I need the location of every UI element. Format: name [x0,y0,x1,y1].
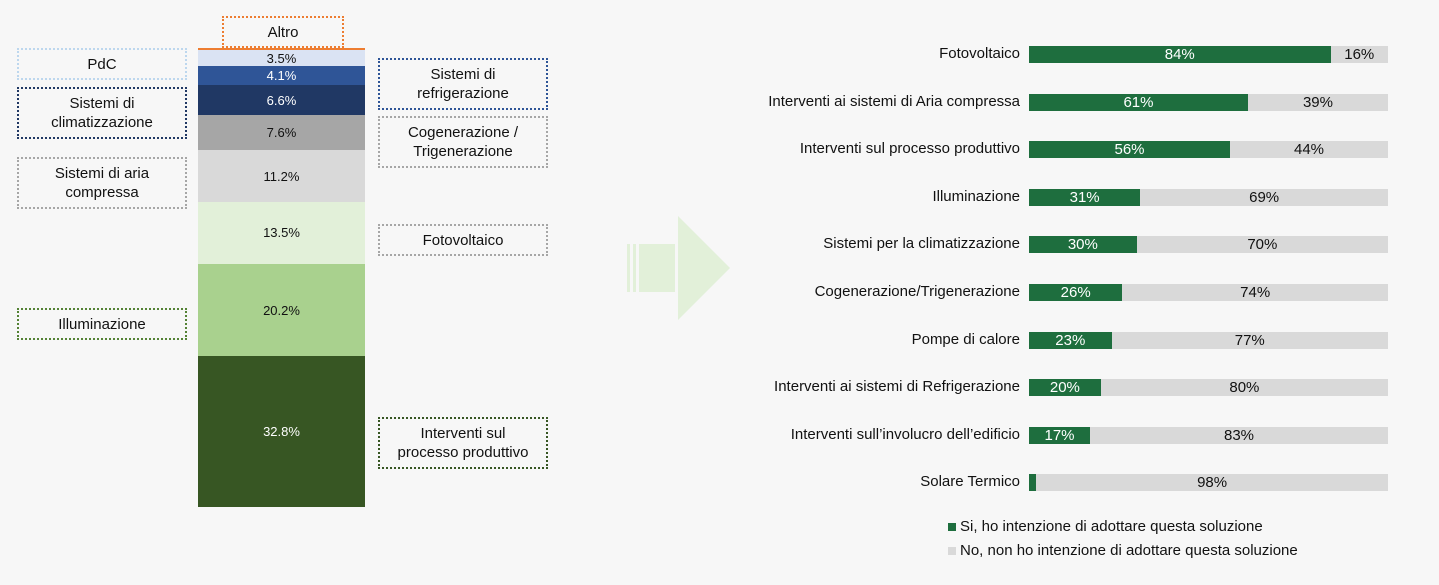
legend-label-yes: Si, ho intenzione di adottare questa sol… [960,518,1263,535]
bar-no: 80% [1100,379,1388,397]
legend-label-no: No, non ho intenzione di adottare questa… [960,542,1298,559]
legend-swatch-yes [948,522,956,531]
category-label: Interventi sull’involucro dell’edificio [790,425,1020,443]
bar-yes: 61% [1029,93,1248,111]
legend-item-yes: Si, ho intenzione di adottare questa sol… [948,518,1263,535]
legend-swatch-no [948,546,956,555]
stack-segment: 20.2% [198,263,365,357]
bar-no: 39% [1247,93,1388,111]
bar-yes: 17% [1029,426,1091,444]
bar-no: 44% [1230,141,1388,159]
category-label-box: PdC [17,48,187,80]
bar-yes [1029,474,1037,492]
category-label-box: Sistemi di climatizzazione [17,87,187,139]
bar-no: 16% [1330,46,1388,63]
category-label: Illuminazione [932,187,1020,205]
bar-yes: 23% [1029,331,1112,349]
stack-segment: 4.1% [198,66,365,86]
category-label: Interventi sul processo produttivo [799,140,1020,158]
stack-segment [198,48,365,51]
stack-segment: 6.6% [198,85,365,116]
bar-no: 69% [1140,188,1388,206]
category-label-box: Fotovoltaico [378,224,548,256]
bar-yes: 31% [1029,188,1141,206]
category-label: Pompe di calore [911,330,1020,348]
category-label-box: Sistemi di refrigerazione [378,58,548,110]
bar-no: 74% [1122,284,1388,301]
category-label: Cogenerazione/Trigenerazione [814,283,1020,300]
category-label-box: Sistemi di aria compressa [17,157,187,209]
category-label-box: Cogenerazione / Trigenerazione [378,116,548,168]
bar-yes: 56% [1029,141,1231,159]
bar-no: 70% [1136,236,1388,254]
legend-item-no: No, non ho intenzione di adottare questa… [948,542,1298,559]
bar-no: 83% [1090,426,1388,444]
bar-yes: 20% [1029,379,1101,397]
category-label-box: Interventi sul processo produttivo [378,417,548,469]
bar-no: 77% [1111,331,1388,349]
category-label: Sistemi per la climatizzazione [823,235,1020,253]
stack-segment: 11.2% [198,150,365,202]
bar-yes: 30% [1029,236,1137,254]
category-label: Interventi ai sistemi di Refrigerazione [774,378,1020,396]
stack-segment: 7.6% [198,115,365,151]
right-arrow-icon [627,216,730,320]
category-label-box: Altro [222,16,344,48]
category-label: Solare Termico [920,473,1020,491]
stack-segment: 32.8% [198,356,365,507]
category-label-box: Illuminazione [17,308,187,340]
stack-segment: 13.5% [198,201,365,264]
stack-segment: 3.5% [198,50,365,67]
bar-yes: 26% [1029,284,1123,301]
bar-yes: 84% [1029,46,1331,63]
category-label: Interventi ai sistemi di Aria compressa [768,92,1020,110]
category-label: Fotovoltaico [939,45,1020,62]
horizontal-bar-chart: Fotovoltaico 84%16% Interventi ai sistemi … [640,0,1439,585]
stacked-bar-chart: 32.8%20.2%13.5%11.2%7.6%6.6%4.1%3.5% Altr… [0,0,600,585]
bar-no: 98% [1036,474,1388,492]
